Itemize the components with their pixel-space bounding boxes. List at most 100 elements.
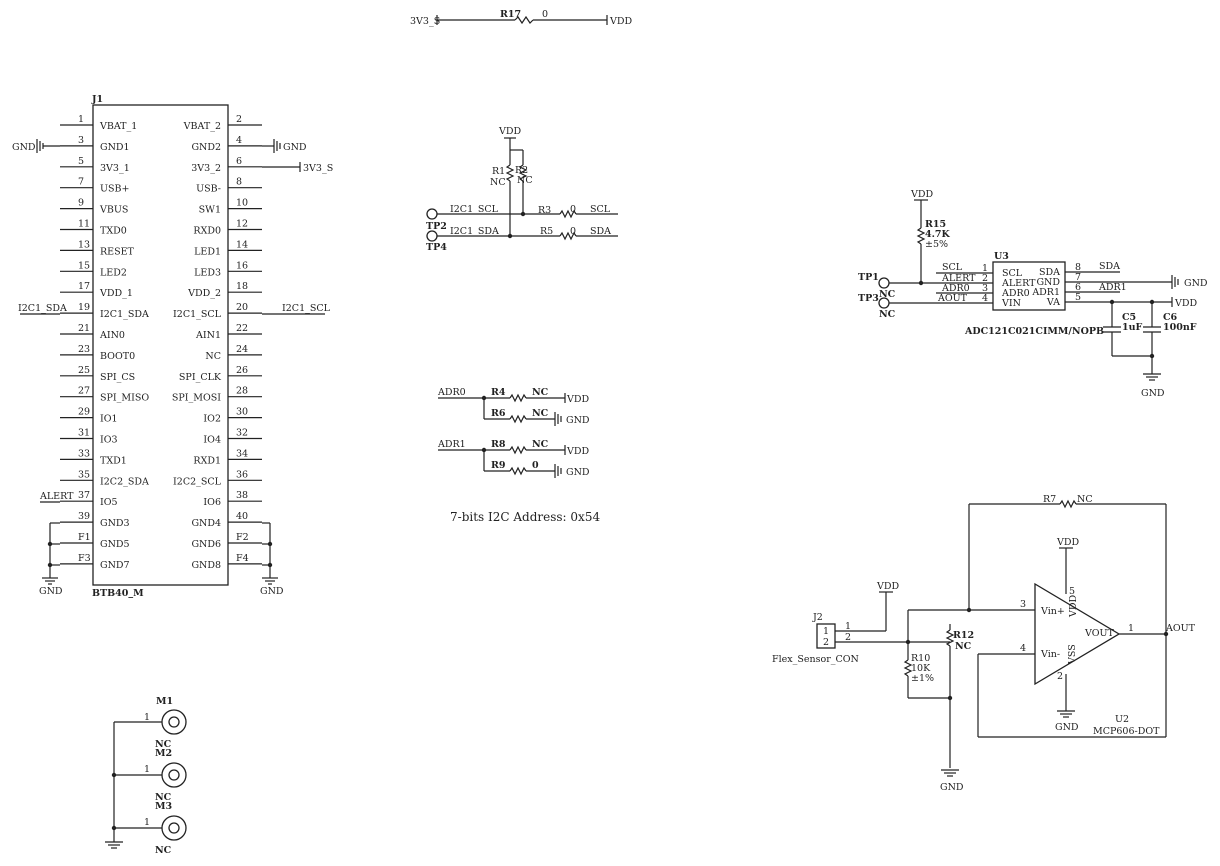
j1-pin-num: F3 (78, 553, 91, 564)
j1-pin-name: LED2 (100, 267, 127, 278)
adc-net-alert: ALERT (941, 273, 976, 284)
j1-pin-num: 14 (236, 239, 248, 250)
i2c-scl-net: I2C1_SCL (450, 204, 499, 215)
u3-pin-name: VA (1046, 297, 1060, 308)
r6-gnd: GND (566, 415, 590, 426)
r1-val: NC (490, 177, 506, 188)
j1-pin-num: F4 (236, 553, 249, 564)
r5-resistor (559, 231, 577, 241)
r9-gnd: GND (566, 467, 590, 478)
j1-pin-name: GND4 (191, 518, 221, 529)
r12-val: NC (955, 641, 972, 652)
adc-net-vdd: VDD (1174, 298, 1197, 309)
j1-pin-num: 36 (236, 469, 248, 480)
j1-pin-name: LED1 (194, 246, 221, 257)
j1-pin-name: RXD1 (193, 455, 221, 466)
r8-resistor (509, 445, 527, 455)
u3-pin-name: ADR0 (1001, 288, 1030, 299)
m2-pin: 1 (144, 764, 150, 775)
u2-vss-pin: VSS (1067, 644, 1078, 665)
r6-val: NC (532, 408, 549, 419)
j1-pin-num: 20 (236, 302, 248, 313)
r6-ref: R6 (491, 408, 506, 419)
j1-left-pins: 1VBAT_13GND153V3_17USB+9VBUS11TXD013RESE… (60, 114, 149, 571)
u2-pin5: 5 (1069, 586, 1075, 597)
gnd-bottom-left-icon (42, 577, 58, 585)
u2-aout: AOUT (1165, 623, 1196, 634)
i2c-sda-net: I2C1_SDA (450, 226, 499, 237)
m2-label: M2 (155, 748, 172, 759)
u2-pin4: 4 (1020, 643, 1026, 654)
adr-section: ADR0 R4 NC R6 NC VDD GND ADR1 R8 NC R9 (437, 387, 600, 524)
u3-pin-name: SDA (1039, 267, 1060, 278)
i2c-address-note: 7-bits I2C Address: 0x54 (450, 510, 600, 524)
tp1-label: TP1 (858, 272, 879, 283)
net-3v3s-label: 3V3_S (410, 16, 440, 27)
r4-resistor (509, 393, 527, 403)
j1-pin-name: I2C1_SDA (100, 309, 149, 320)
r4-ref: R4 (491, 387, 506, 398)
m1-pin: 1 (144, 712, 150, 723)
net-vdd-label: VDD (609, 16, 632, 27)
j1-pin-num: 31 (78, 428, 90, 439)
gnd-bottom-opamp-icon (941, 769, 959, 777)
j1-pin-num: 1 (78, 114, 84, 125)
j1-pin-num: 13 (78, 239, 90, 250)
u2-gnd: GND (1055, 722, 1079, 733)
c6-val: 100nF (1163, 322, 1197, 333)
j1-pin-num: 12 (236, 219, 248, 230)
r9-val: 0 (532, 460, 539, 471)
j1-body (92, 104, 229, 586)
j2-pin1-box: 1 (823, 626, 829, 637)
j1-pin-name: VBUS (99, 205, 128, 216)
adc-net-adr0: ADR0 (941, 283, 970, 294)
j1-pin-num: 18 (236, 281, 248, 292)
u2-vinp: Vin+ (1040, 606, 1065, 617)
j1-pin-name: LED3 (194, 267, 221, 278)
j1-pin-num: 7 (78, 177, 84, 188)
j1-pin-num: 29 (78, 407, 90, 418)
j1-gnd-right-label: GND (283, 142, 307, 153)
i2c-sda-out: SDA (590, 226, 611, 237)
j1-pin-name: USB+ (100, 184, 129, 195)
gnd-r9-icon (554, 464, 562, 478)
j1-pin-num: 15 (78, 260, 90, 271)
u2-vdd-pin: VDD (1068, 595, 1079, 618)
m2-nc: NC (155, 792, 172, 803)
j1-net-sda: I2C1_SDA (18, 303, 67, 314)
adc-net-scl: SCL (942, 262, 963, 273)
r9-resistor (509, 466, 527, 476)
j1-net-scl: I2C1_SCL (282, 303, 331, 314)
j1-pin-num: 17 (78, 281, 90, 292)
j1-pin-num: 21 (78, 323, 90, 334)
r1-resistor (505, 164, 515, 182)
r10-ref: R10 (911, 653, 930, 664)
r1-ref: R1 (492, 166, 505, 177)
tp3-label: TP3 (858, 293, 879, 304)
r7-resistor (1059, 499, 1077, 509)
j2-body (816, 623, 836, 649)
r7-ref: R7 (1043, 494, 1056, 505)
adc-gnd-label: GND (1141, 388, 1165, 399)
r6-resistor (509, 414, 527, 424)
j1-pin-num: 27 (78, 386, 90, 397)
j1-pin-num: 32 (236, 428, 248, 439)
j1-pin-num: 11 (78, 219, 90, 230)
j2-vdd: VDD (876, 581, 899, 592)
opamp-gnd: GND (940, 782, 964, 793)
j1-pin-name: USB- (196, 184, 221, 195)
c5-ref: C5 (1122, 312, 1136, 323)
r4-vdd: VDD (566, 394, 589, 405)
adc-net-gnd: GND (1184, 278, 1208, 289)
j1-pin-num: 35 (78, 469, 90, 480)
tp2-testpoint (426, 208, 438, 220)
opamp-u2-section: R7 NC VDD 5 Vin+ Vin- VOUT VDD VSS 3 4 1… (772, 494, 1196, 793)
j1-pin-name: VBAT_2 (183, 121, 221, 132)
r2-val: NC (517, 175, 533, 186)
tp1-nc: NC (879, 289, 896, 300)
u3-pin-num: 8 (1075, 262, 1081, 273)
j1-pin-name: TXD0 (100, 226, 127, 237)
u3-pin-name: VIN (1001, 298, 1021, 309)
j1-net-3v3s: 3V3_S (303, 163, 333, 174)
j1-pin-num: 8 (236, 177, 242, 188)
